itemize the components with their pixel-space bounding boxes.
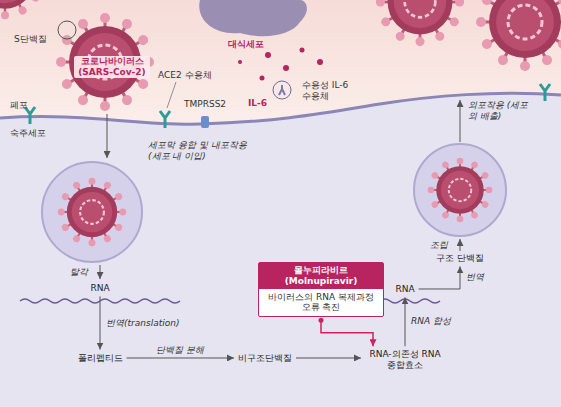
flow-arrow [405,297,406,346]
drug-box: 몰누피라비르 (Molnupiravir)바이러스의 RNA 복제과정 오류 촉… [258,262,384,317]
annotation-label: TMPRSS2 [184,99,226,110]
virus [56,13,154,111]
process-step: 비구조단백질 [236,352,294,365]
annotation-label: 수용성 IL-6 수용체 [302,80,356,102]
annotation-label: 탈각 [70,267,88,278]
annotation-label: ACE2 수용체 [158,70,212,81]
edge-label: 번역 [465,272,485,283]
annotation-label: S단백질 [14,34,47,45]
virus [476,0,561,71]
box-heading: 몰누피라비르 (Molnupiravir) [259,263,383,289]
flow-arrow [127,357,235,358]
annotation-label: 대식세포 [228,39,264,50]
node-text: 구조 단백질 [436,253,484,264]
extracellular-space [0,0,561,124]
annotation-label: 조립 [430,240,448,251]
process-step: 구조 단백질 [434,252,486,265]
edge-label: 번역(translation) [105,318,180,329]
connector-dot [319,318,324,323]
annotation-label: 코로나바이러스 (SARS-Cov-2) [74,56,150,78]
exocytosis-arrow [460,100,461,142]
flow-arrow [100,296,101,349]
virus [0,0,44,19]
box-body: 바이러스의 RNA 복제과정 오류 촉진 [259,289,383,317]
edge-label: RNA 합성 [410,316,452,327]
ace2-receptor [160,111,170,128]
process-step: 폴리펩티드 [76,352,125,365]
rna-label: RNA [88,282,111,295]
annotation-label: 폐포 [10,100,28,111]
flow-arrow [419,266,460,289]
flow-arrow [296,357,361,358]
rna-strand [380,299,440,303]
assembly-arrow [460,239,461,251]
leader-line [167,82,176,108]
annotation-label: 외포작용 (세포 외 배출) [468,100,534,122]
entry-arrow [107,114,108,158]
ace2-receptor [540,84,550,101]
tmprss2-protease [201,116,209,128]
inhibition-connector [321,318,373,346]
edge-label: 단백질 분해 [155,345,205,356]
rna-label: RNA [393,283,416,296]
soluble-receptor-marker [273,81,291,99]
virus [376,0,464,46]
endosome [42,162,142,262]
node-text: RNA [90,283,109,294]
virus [428,158,493,223]
annotation-label: 세포막 융합 및 내포작용 (세포 내 이입) [148,140,256,162]
il6-molecules [238,48,323,81]
node-text: RNA-의존성 RNA 중합효소 [365,349,445,371]
soluble-receptor [279,85,285,95]
uncoating-arrow [100,265,101,279]
s-protein-marker [58,21,76,39]
node-text: RNA [395,284,414,295]
virus [58,178,127,247]
node-text: 폴리펩티드 [78,353,123,364]
exocytic-vesicle [414,144,506,236]
enzyme-label: RNA-의존성 RNA 중합효소 [363,348,447,372]
annotation-label: IL-6 [248,98,267,109]
annotation-label: 숙주세포 [10,128,46,139]
macrophage [199,0,307,36]
node-text: 비구조단백질 [238,353,292,364]
